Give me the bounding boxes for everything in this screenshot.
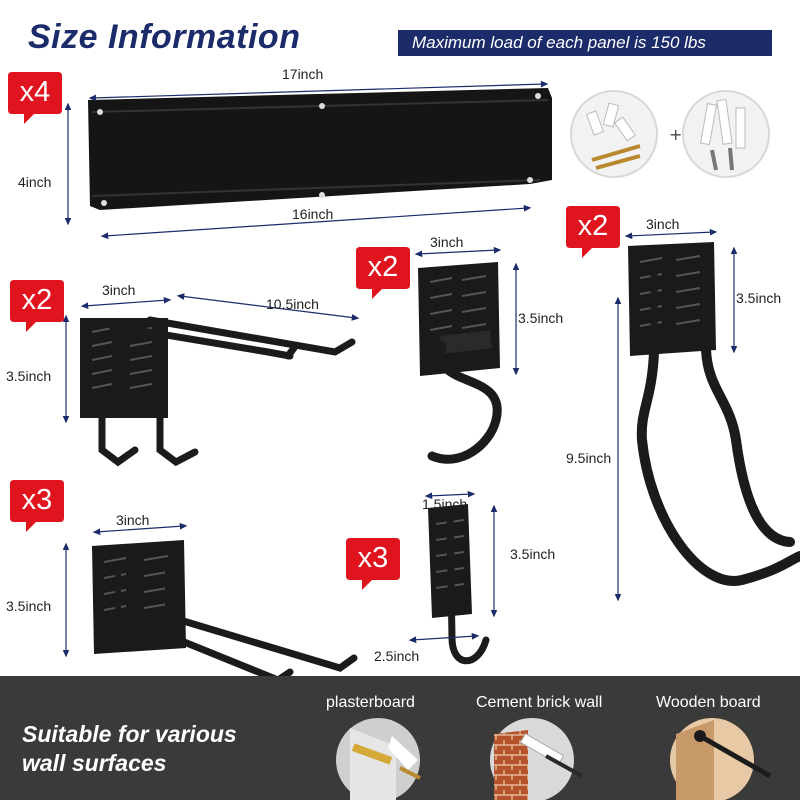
quantity-badge-large-loop-hook: x2 [566,204,620,258]
s-hook [418,262,502,464]
quantity-badge-j-hook: x3 [346,536,400,590]
large-loop-length-label: 9.5inch [566,450,612,466]
surface-label-brick: Cement brick wall [476,694,603,711]
panel-length-top-label: 17inch [282,66,324,82]
panel-height-label: 4inch [18,174,52,190]
double-short-height-label: 3.5inch [6,598,52,614]
double-short-width-label: 3inch [116,512,150,528]
max-load-banner: Maximum load of each panel is 150 lbs [398,30,772,56]
quantity-badge-s-hook: x2 [356,245,410,299]
brick-wall-sample [490,718,583,800]
quantity-badge-panel: x4 [8,70,62,124]
j-hook-depth-label: 2.5inch [374,648,420,664]
double-long-width-label: 3inch [102,282,136,298]
panel-length-bottom-label: 16inch [292,206,334,222]
j-hook-height-label: 3.5inch [510,546,556,562]
double-short-hook [92,540,358,684]
suitable-line-1: Suitable for various [22,721,237,747]
j-hook-width-label: 1.5inch [422,496,468,512]
wooden-board-sample [670,718,772,800]
page-title: Size Information [28,18,301,56]
surface-label-wood: Wooden board [656,694,761,711]
large-loop-height-label: 3.5inch [736,290,782,306]
suitable-surfaces-heading: Suitable for various wall surfaces [22,720,237,778]
surface-label-plasterboard: plasterboard [326,694,415,711]
double-long-length-label: 10.5inch [266,296,319,312]
slatwall-panel [88,88,552,210]
double-long-height-label: 3.5inch [6,368,52,384]
suitable-line-2: wall surfaces [22,750,167,776]
quantity-badge-double-long-hook: x2 [10,278,64,332]
plasterboard-sample [336,718,421,800]
s-hook-width-label: 3inch [430,234,464,250]
large-loop-width-label: 3inch [646,216,680,232]
double-long-hook [80,316,356,467]
svg-text:+: + [669,125,682,144]
large-loop-hook [628,242,800,586]
s-hook-height-label: 3.5inch [518,310,564,326]
wall-anchor-photos: + [570,90,770,178]
quantity-badge-double-short-hook: x3 [10,478,64,532]
